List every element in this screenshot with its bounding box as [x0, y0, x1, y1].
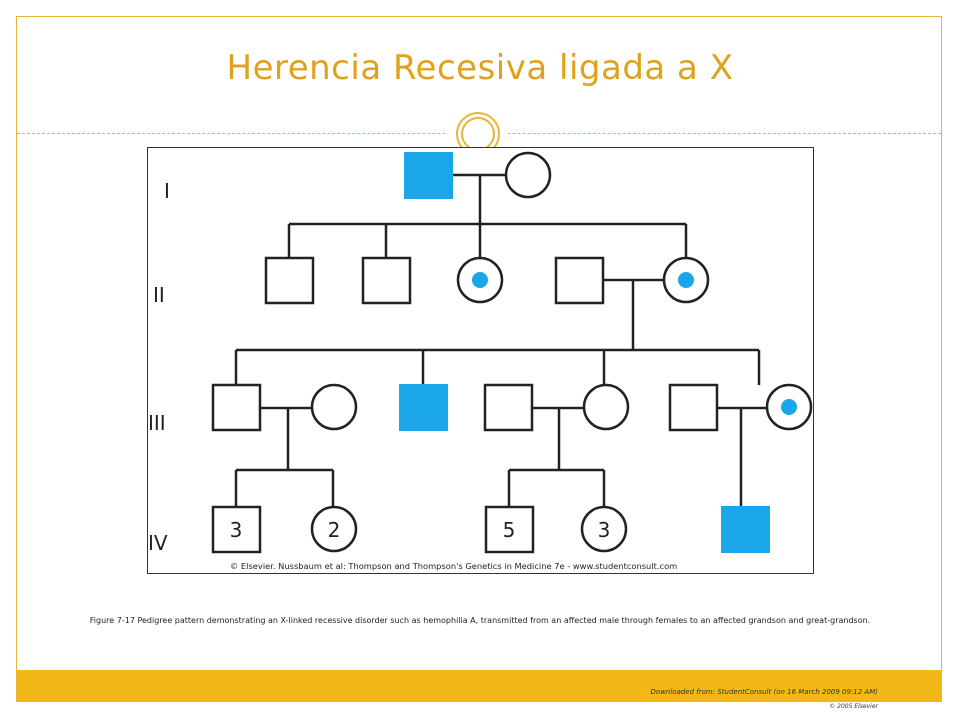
individual-II-2-male	[361, 256, 412, 305]
individual-III-2-female	[310, 383, 358, 431]
individual-IV-4-females-group: 3	[580, 505, 628, 553]
individual-II-1-male	[264, 256, 315, 305]
footer-copyright: © 2005 Elsevier	[829, 703, 878, 710]
individual-IV-2-females-group: 2	[310, 505, 358, 553]
individual-IV-1-count: 3	[230, 518, 243, 542]
pedigree-lines	[234, 173, 766, 506]
individual-III-5-female	[582, 383, 630, 431]
individual-III-6-male	[668, 383, 719, 432]
generation-label-4: IV	[148, 531, 168, 555]
individual-IV-5-affected-male	[721, 506, 770, 553]
individual-IV-4-count: 3	[598, 518, 611, 542]
pedigree-chart: I II III IV 3	[148, 151, 813, 571]
figure-credit: © Elsevier. Nussbaum et al: Thompson and…	[230, 561, 677, 571]
individual-III-7-carrier-female	[765, 383, 813, 431]
individual-IV-3-males-group: 5	[484, 505, 535, 554]
pedigree-figure: I II III IV 3	[147, 147, 814, 574]
individual-III-3-affected-male	[399, 384, 448, 431]
individual-II-4-male	[554, 256, 605, 305]
slide-title: Herencia Recesiva ligada a X	[226, 48, 734, 88]
individual-I-1-affected-male	[404, 152, 453, 199]
generation-label-2: II	[153, 283, 165, 307]
individual-IV-2-count: 2	[328, 518, 341, 542]
individual-IV-1-males-group: 3	[211, 505, 262, 554]
footer-bar	[17, 670, 941, 702]
individual-III-4-male	[483, 383, 534, 432]
individual-I-2-female	[504, 151, 552, 199]
generation-label-1: I	[164, 179, 170, 203]
individual-IV-3-count: 5	[503, 518, 516, 542]
figure-caption: Figure 7-17 Pedigree pattern demonstrati…	[89, 616, 871, 625]
footer-source: Downloaded from: StudentConsult (on 16 M…	[650, 688, 878, 696]
individual-III-1-male	[211, 383, 262, 432]
generation-label-3: III	[148, 411, 166, 435]
individual-II-3-carrier-female	[456, 256, 504, 304]
individual-II-5-carrier-female	[662, 256, 710, 304]
